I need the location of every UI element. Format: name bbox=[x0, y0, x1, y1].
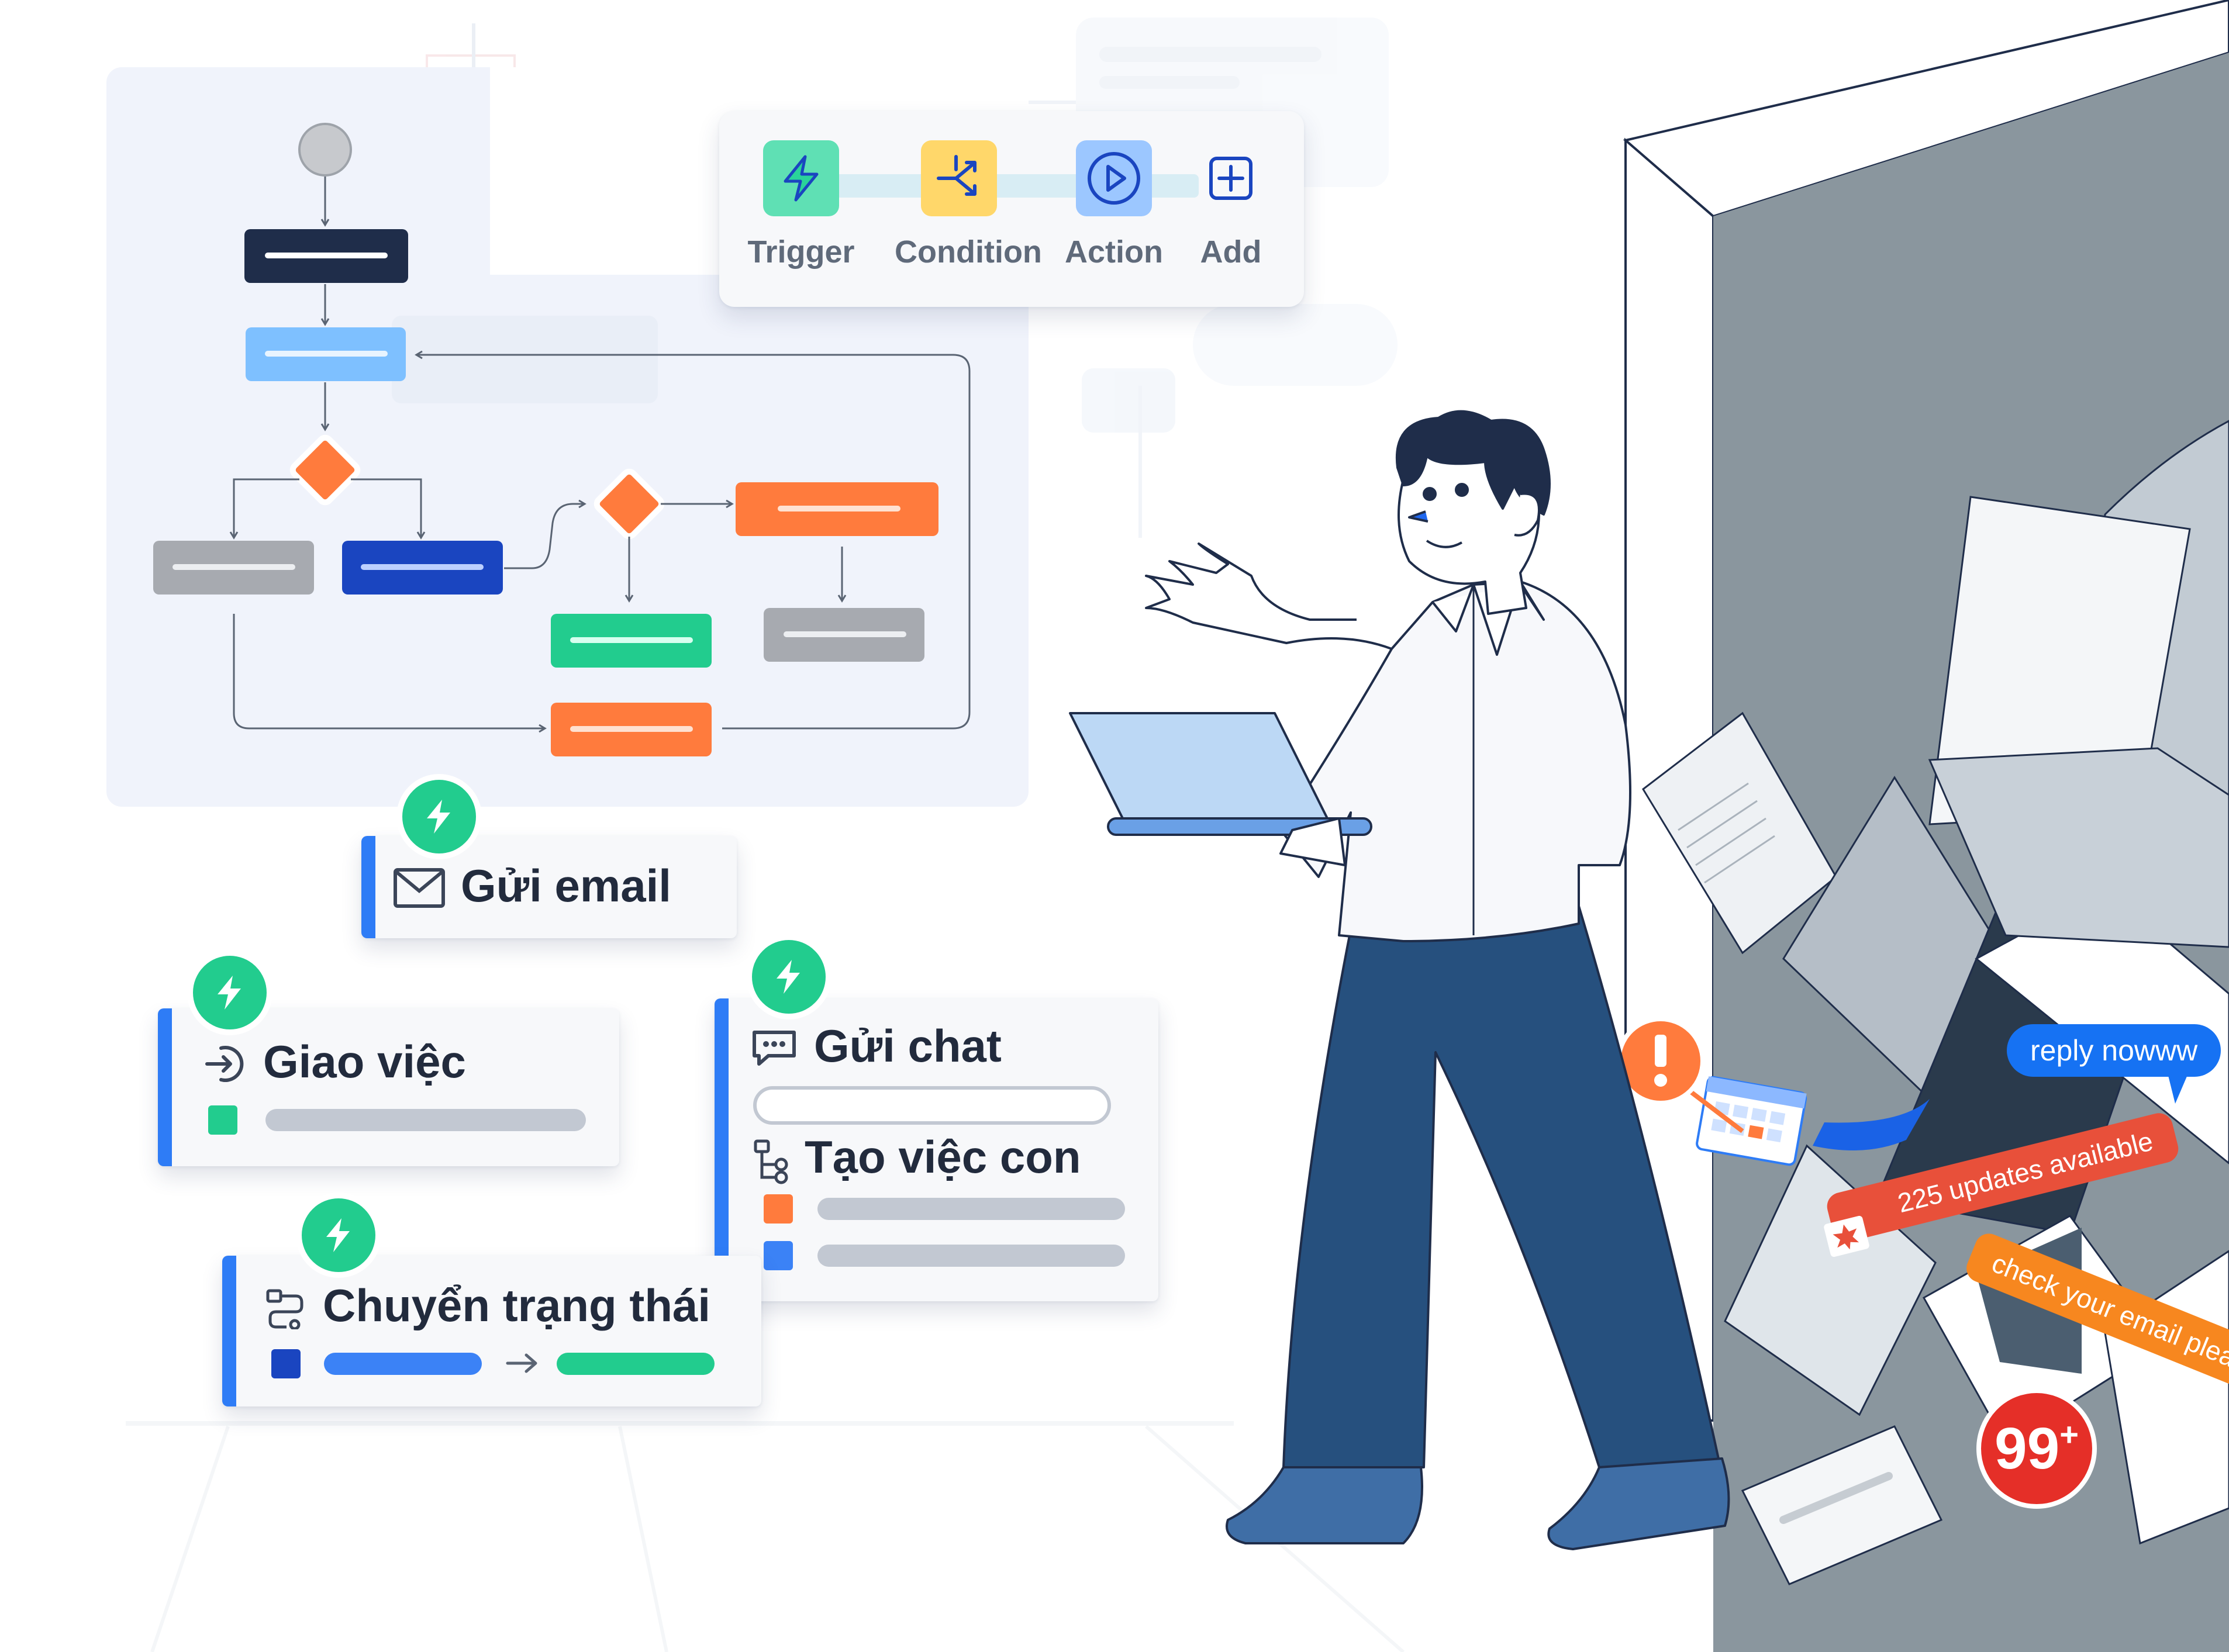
status-from-bar bbox=[324, 1353, 482, 1375]
split-arrows-icon bbox=[921, 140, 997, 216]
lightning-badge-icon bbox=[746, 934, 831, 1019]
status-dot-orange bbox=[764, 1194, 793, 1224]
assign-task-label: Giao việc bbox=[263, 1036, 466, 1087]
chat-icon bbox=[753, 1031, 796, 1066]
status-dot-blue bbox=[764, 1241, 793, 1270]
envelope bbox=[1741, 1425, 1943, 1585]
lightning-icon bbox=[763, 140, 839, 216]
condition-step[interactable]: Condition bbox=[895, 140, 1042, 270]
placeholder-bar bbox=[817, 1198, 1125, 1220]
change-status-card[interactable]: Chuyển trạng thái bbox=[222, 1193, 761, 1406]
badge-count: 99 bbox=[1995, 1415, 2060, 1481]
flow-decision-1 bbox=[289, 434, 361, 506]
assign-task-card[interactable]: Giao việc bbox=[158, 950, 619, 1166]
chat-message-input[interactable] bbox=[753, 1086, 1111, 1125]
add-step-button[interactable]: Add bbox=[1167, 140, 1295, 270]
unread-count-badge: 99+ bbox=[1976, 1388, 2097, 1509]
subtask-tree-icon bbox=[754, 1139, 788, 1184]
placeholder-bar bbox=[817, 1245, 1125, 1267]
condition-label: Condition bbox=[895, 234, 1042, 269]
lightning-badge-icon bbox=[187, 950, 272, 1035]
arrow-right-icon bbox=[506, 1353, 537, 1373]
bubble-tail bbox=[2167, 1071, 2189, 1104]
plus-icon bbox=[1193, 140, 1269, 216]
status-flow-icon bbox=[266, 1289, 303, 1329]
trigger-label: Trigger bbox=[747, 234, 855, 269]
workflow-toolbar: Trigger Condition Action Add bbox=[719, 111, 1304, 307]
alert-burst-icon bbox=[1824, 1215, 1869, 1257]
mail-icon bbox=[394, 868, 445, 908]
change-status-label: Chuyển trạng thái bbox=[323, 1280, 711, 1331]
flow-decision-2 bbox=[594, 468, 665, 540]
placeholder-bar bbox=[265, 1109, 586, 1131]
create-subtask-label: Tạo việc con bbox=[805, 1131, 1081, 1183]
status-dot-navy bbox=[271, 1349, 301, 1378]
reply-chat-bubble: reply nowww bbox=[2007, 1024, 2221, 1077]
send-email-card[interactable]: Gửi email bbox=[361, 774, 737, 938]
lightning-badge-icon bbox=[296, 1193, 381, 1278]
trigger-step[interactable]: Trigger bbox=[737, 140, 865, 270]
add-label: Add bbox=[1200, 234, 1262, 269]
action-label: Action bbox=[1065, 234, 1163, 269]
send-chat-label: Gửi chat bbox=[814, 1020, 1002, 1072]
send-email-label: Gửi email bbox=[461, 860, 671, 911]
status-dot-green bbox=[208, 1105, 237, 1135]
lightning-badge-icon bbox=[396, 774, 482, 859]
play-icon bbox=[1076, 140, 1152, 216]
flow-start-node bbox=[298, 123, 352, 177]
person-with-laptop bbox=[1069, 410, 1730, 1550]
status-to-bar bbox=[557, 1353, 715, 1375]
assign-arrow-icon bbox=[205, 1046, 244, 1082]
badge-plus: + bbox=[2059, 1415, 2079, 1453]
send-chat-card[interactable]: Gửi chat Tạo việc con bbox=[715, 934, 1158, 1301]
action-step[interactable]: Action bbox=[1050, 140, 1178, 270]
